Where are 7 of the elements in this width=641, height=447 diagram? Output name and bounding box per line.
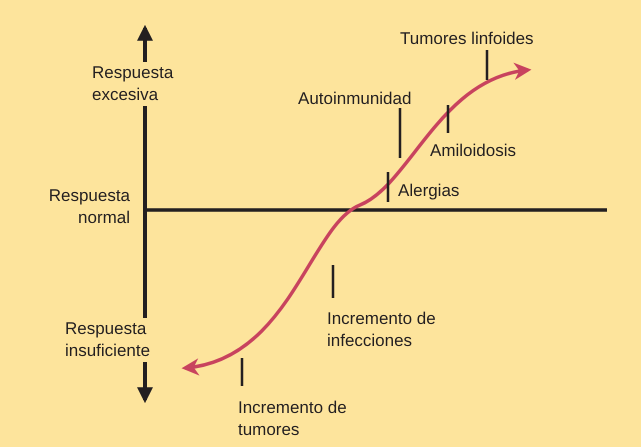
curve-label: Respuesta normal (48, 185, 130, 229)
curve-label: Alergias (398, 180, 460, 202)
curve-label: Amiloidosis (430, 140, 517, 162)
curve-label: Incremento de tumores (238, 397, 348, 441)
curve-label: Incremento de infecciones (327, 308, 437, 352)
curve-label: Tumores linfoides (400, 28, 535, 50)
curve-label: Autoinmunidad (298, 88, 412, 110)
